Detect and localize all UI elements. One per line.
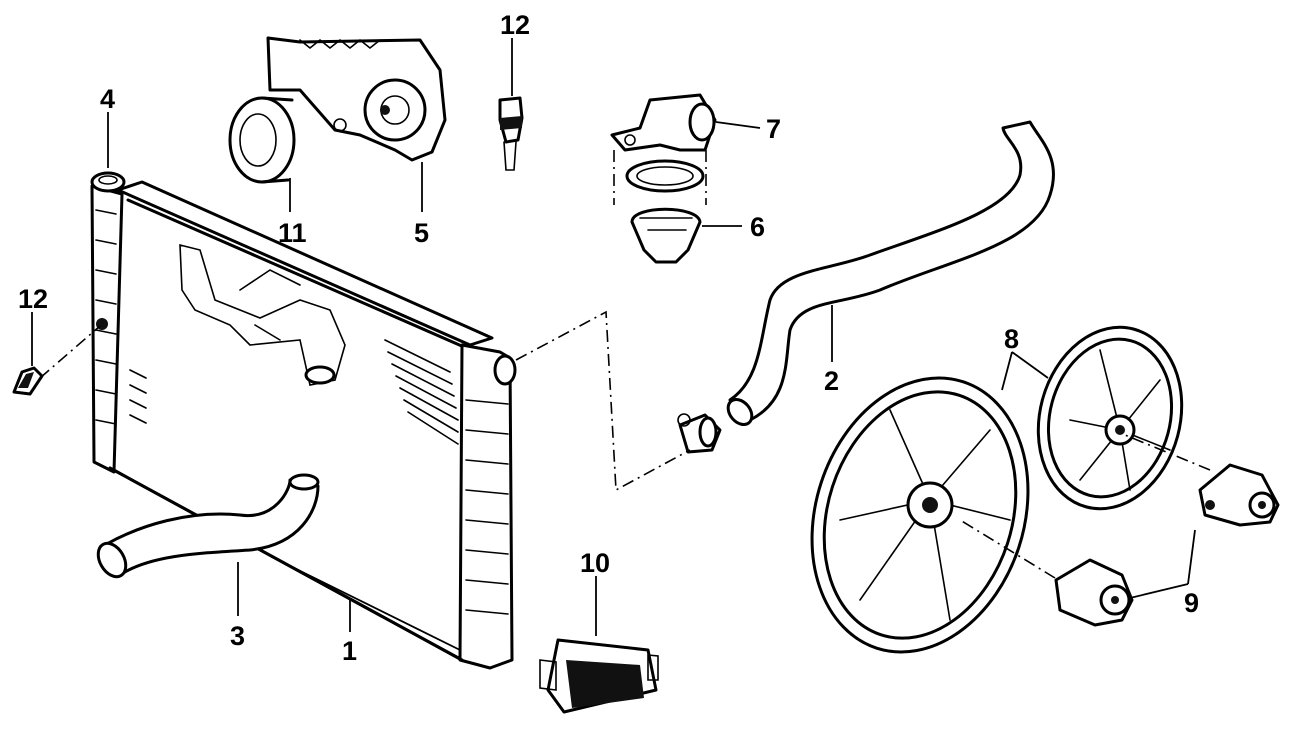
label-outlet: 7 bbox=[766, 114, 781, 144]
label-fans: 8 bbox=[1004, 324, 1019, 354]
label-pulley: 11 bbox=[278, 218, 307, 248]
thermostat bbox=[613, 150, 707, 264]
fan-motor-upper bbox=[1124, 434, 1280, 527]
temperature-sensor-left bbox=[12, 318, 108, 396]
hose-inlet-fitting bbox=[677, 413, 722, 454]
radiator-cap bbox=[90, 171, 126, 193]
fan-motor-lower bbox=[959, 519, 1134, 627]
radiator bbox=[90, 180, 517, 670]
cooling-fan-small bbox=[1036, 325, 1184, 511]
label-upper-hose: 2 bbox=[824, 366, 839, 396]
label-motors: 9 bbox=[1184, 588, 1199, 618]
upper-radiator-hose bbox=[726, 120, 1055, 427]
temperature-sensor-top bbox=[498, 96, 524, 171]
water-pump bbox=[266, 36, 447, 162]
thermostat-outlet bbox=[610, 93, 717, 152]
connection-line-radiator bbox=[515, 310, 691, 492]
cooling-fan-large bbox=[810, 376, 1030, 654]
water-pump-pulley bbox=[228, 96, 296, 184]
label-sensor-top: 12 bbox=[500, 10, 530, 40]
leader-lines bbox=[31, 38, 1196, 651]
label-thermostat: 6 bbox=[750, 212, 765, 242]
fan-control-module bbox=[539, 638, 659, 714]
lower-radiator-hose bbox=[96, 473, 320, 579]
label-radiator: 1 bbox=[342, 636, 357, 666]
label-cap: 4 bbox=[100, 84, 115, 114]
label-module: 10 bbox=[580, 548, 610, 578]
label-lower-hose: 3 bbox=[230, 621, 245, 651]
label-sensor-left: 12 bbox=[18, 284, 48, 314]
label-water-pump: 5 bbox=[414, 218, 429, 248]
